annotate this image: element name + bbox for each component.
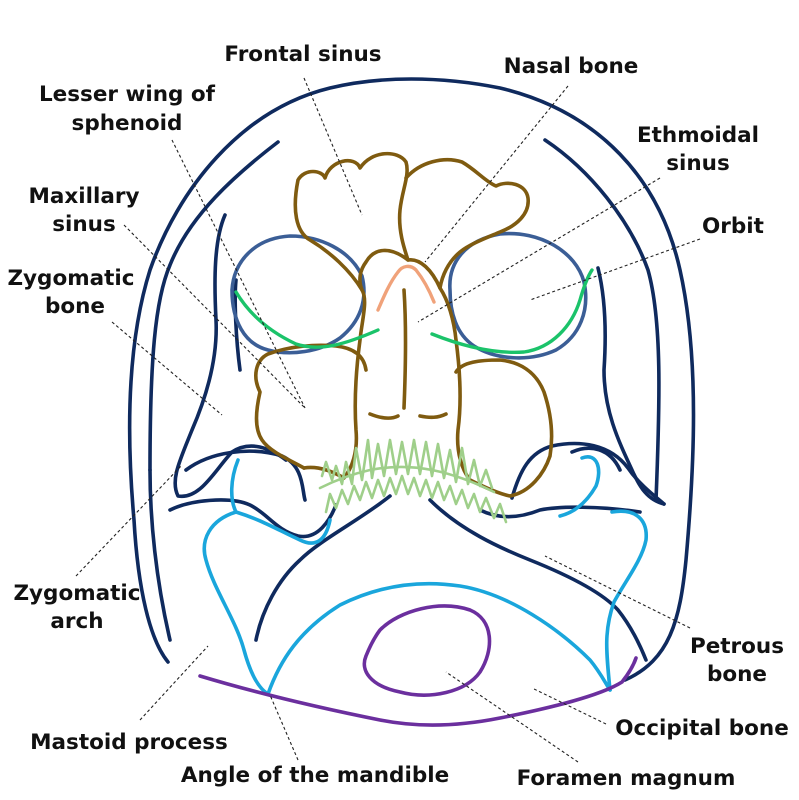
- skull-outline: [127, 77, 696, 682]
- label-ethmoidal-line1: Ethmoidal: [637, 123, 759, 148]
- skull-base: [148, 441, 666, 662]
- zygomatic-bones: [173, 213, 666, 506]
- occipital-inner-curve: [266, 581, 612, 696]
- label-maxillary-line1: Maxillary: [28, 184, 139, 209]
- labels: Frontal sinus Nasal bone Lesser wing of …: [7, 42, 788, 791]
- frontal-sinus-left: [293, 151, 410, 292]
- label-petrous-line1: Petrous: [690, 634, 784, 659]
- teeth: [318, 438, 508, 524]
- frontal-sinus-right: [404, 157, 530, 290]
- lesser-wing-right: [430, 268, 594, 355]
- maxillary-sinus-left: [254, 343, 368, 470]
- leader-zygomatic-bone: [111, 321, 223, 416]
- label-foramen-magnum: Foramen magnum: [517, 766, 736, 791]
- label-frontal-sinus: Frontal sinus: [224, 42, 381, 67]
- inferior-turbinate-right: [418, 412, 448, 420]
- inner-table-left: [148, 140, 280, 472]
- inner-table-right: [543, 138, 661, 502]
- label-occipital-bone: Occipital bone: [615, 716, 789, 741]
- petrous-contours: [202, 455, 648, 696]
- lower-teeth-zigzag: [324, 474, 508, 524]
- label-zygomatic-bone-line2: bone: [45, 294, 105, 319]
- foramen-magnum: [362, 604, 492, 697]
- label-ethmoidal-line2: sinus: [666, 151, 730, 176]
- label-petrous-line2: bone: [707, 662, 767, 687]
- leader-lines: [75, 77, 701, 763]
- leader-zygomatic-arch: [75, 464, 183, 577]
- zygomatic-right: [596, 266, 666, 506]
- leader-frontal-sinus: [303, 77, 363, 216]
- leader-petrous-bone: [544, 555, 691, 629]
- label-zygomatic-arch-line1: Zygomatic: [13, 581, 140, 606]
- label-lesser-wing-line1: Lesser wing of: [39, 82, 216, 107]
- leader-nasal-bone: [424, 85, 569, 263]
- upper-teeth-row: [320, 438, 494, 490]
- leader-maxillary-sinus: [123, 224, 306, 409]
- label-maxillary-line2: sinus: [52, 212, 116, 237]
- leader-foramen-magnum: [445, 671, 579, 763]
- leader-ethmoidal-sinus: [417, 177, 661, 323]
- leader-lesser-wing: [171, 139, 306, 409]
- label-zygomatic-bone-line1: Zygomatic: [7, 266, 134, 291]
- petrous-left-upper: [234, 510, 332, 545]
- label-lesser-wing-line2: sphenoid: [72, 111, 183, 136]
- mandible-foramen: [198, 604, 638, 727]
- mastoid-left: [148, 468, 172, 642]
- label-orbit: Orbit: [702, 214, 764, 239]
- leader-mastoid-process: [139, 645, 209, 721]
- mandible-line: [198, 656, 638, 727]
- maxillary-sinus-right: [454, 358, 554, 498]
- outer-cranial-vault: [127, 77, 696, 682]
- leader-orbit: [529, 238, 701, 301]
- label-nasal-bone: Nasal bone: [504, 54, 639, 79]
- left-petrous-dark: [254, 494, 392, 642]
- leader-occipital-bone: [531, 687, 607, 725]
- lesser-wing-left: [234, 290, 380, 349]
- leader-angle-mandible: [269, 694, 299, 761]
- label-mastoid-process: Mastoid process: [30, 730, 228, 755]
- petrous-right: [604, 509, 648, 692]
- zygomatic-right-inner: [570, 446, 622, 472]
- inferior-turbinate-left: [368, 412, 400, 420]
- lower-teeth-row: [318, 465, 496, 494]
- petrous-right-upper: [558, 455, 601, 518]
- nasal-septum: [402, 288, 408, 410]
- label-angle-mandible: Angle of the mandible: [181, 763, 449, 788]
- right-arch-lower: [478, 505, 642, 519]
- label-zygomatic-arch-line2: arch: [50, 609, 103, 634]
- orbit-right: [448, 231, 588, 360]
- right-arch-loop: [428, 498, 648, 662]
- right-arch-upper: [510, 441, 666, 506]
- petrous-left: [202, 458, 270, 696]
- orbit-left: [230, 234, 366, 355]
- left-arch-loop: [168, 498, 338, 539]
- nasal-bone: [376, 264, 436, 312]
- lesser-wing: [234, 268, 594, 355]
